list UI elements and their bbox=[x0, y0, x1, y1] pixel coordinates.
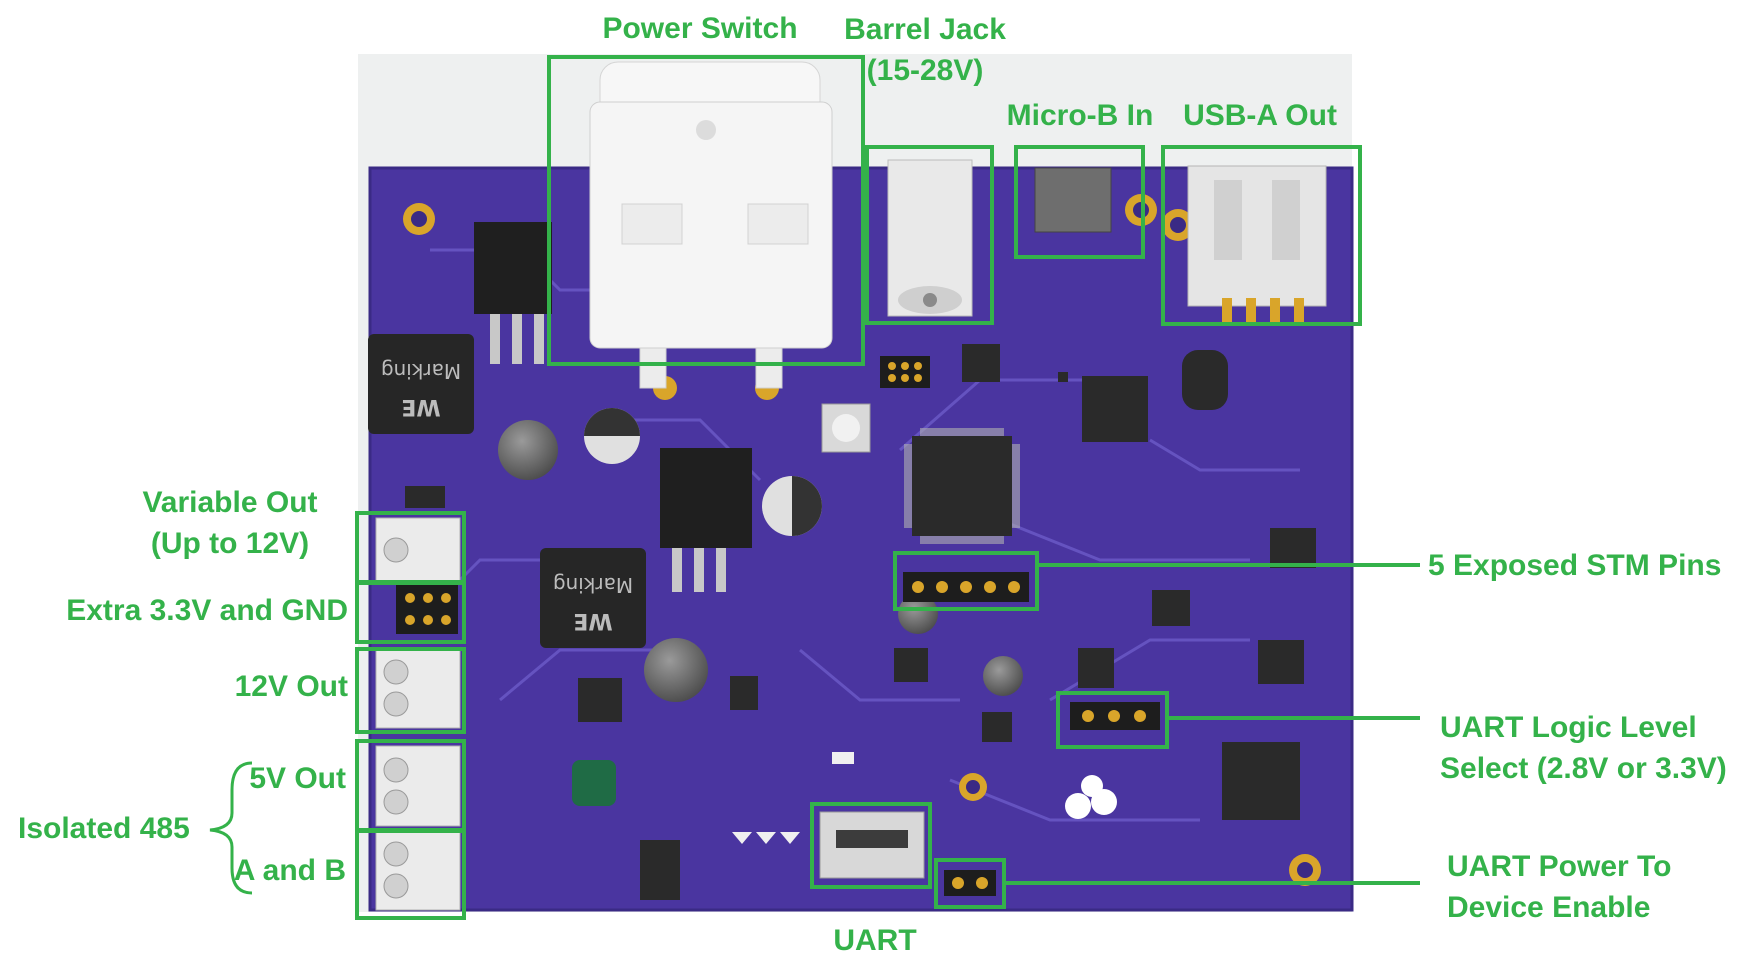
stm-pin-header bbox=[903, 572, 1029, 602]
status-leds bbox=[732, 752, 854, 844]
barrel-jack-box bbox=[865, 145, 994, 325]
isolated-485-ab-box bbox=[355, 829, 466, 920]
power-switch-box bbox=[547, 55, 865, 366]
inductor-logo-text: WE bbox=[401, 394, 440, 419]
callout-boxes bbox=[355, 55, 1362, 920]
label-uart-power: UART Power To Device Enable bbox=[1447, 846, 1737, 928]
usb-a-connector bbox=[1187, 165, 1327, 324]
extra-33v-box bbox=[355, 580, 466, 644]
label-12v-out: 12V Out bbox=[148, 666, 348, 707]
out-12v-text: 12V Out bbox=[234, 670, 348, 703]
micro-b-text: Micro-B In bbox=[1006, 99, 1154, 132]
label-micro-b-in: Micro-B In bbox=[990, 95, 1170, 136]
micro-b-box bbox=[1014, 145, 1145, 259]
label-stm-pins: 5 Exposed STM Pins bbox=[1428, 545, 1728, 586]
a-and-b-text: A and B bbox=[233, 854, 346, 887]
uart-level-line2: Select (2.8V or 3.3V) bbox=[1440, 752, 1727, 785]
uart-power-jumper bbox=[944, 870, 996, 896]
inductor-marking-text: Marking bbox=[381, 359, 461, 383]
label-extra-33v-gnd: Extra 3.3V and GND bbox=[30, 590, 348, 631]
voltage-regulator-top bbox=[474, 222, 552, 364]
label-uart: UART bbox=[800, 920, 950, 961]
usb-bridge-ic bbox=[1082, 376, 1148, 442]
uart-power-line1: UART Power To bbox=[1447, 850, 1672, 883]
out-5v-text: 5V Out bbox=[249, 762, 346, 795]
small-ics bbox=[405, 344, 1316, 900]
label-uart-logic-level: UART Logic Level Select (2.8V or 3.3V) bbox=[1440, 707, 1740, 789]
out-12v-box bbox=[355, 647, 466, 734]
callout-leaders bbox=[1004, 563, 1420, 885]
capacitors bbox=[498, 408, 1023, 702]
stm-pins-box bbox=[893, 551, 1039, 611]
extra-33v-text: Extra 3.3V and GND bbox=[66, 594, 348, 627]
reset-button-component bbox=[821, 403, 871, 453]
micro-b-connector bbox=[1034, 167, 1112, 233]
uart-connector-box bbox=[810, 802, 932, 889]
label-isolated-485: Isolated 485 bbox=[18, 808, 218, 849]
stm-pins-text: 5 Exposed STM Pins bbox=[1428, 549, 1722, 582]
variable-out-line2: (Up to 12V) bbox=[150, 527, 310, 560]
label-barrel-jack: Barrel Jack (15-28V) bbox=[820, 9, 1030, 91]
uart-level-jumper bbox=[1070, 702, 1160, 730]
power-switch-component bbox=[589, 61, 833, 389]
inductor-middle: Marking WE bbox=[540, 548, 646, 648]
barrel-jack-component bbox=[887, 159, 973, 317]
uart-text: UART bbox=[833, 924, 917, 957]
inductor-top: Marking WE bbox=[368, 334, 474, 434]
extra-33v-gnd-header bbox=[396, 584, 458, 634]
isolated-485-text: Isolated 485 bbox=[18, 812, 190, 845]
barrel-jack-line2: (15-28V) bbox=[866, 54, 984, 87]
label-power-switch: Power Switch bbox=[540, 8, 860, 49]
uart-bridge-ic bbox=[1222, 742, 1300, 820]
mounting-holes bbox=[403, 194, 1321, 886]
variable-out-line1: Variable Out bbox=[142, 486, 318, 519]
label-variable-out: Variable Out (Up to 12V) bbox=[110, 482, 350, 564]
barrel-jack-line1: Barrel Jack bbox=[844, 13, 1006, 46]
label-5v-out: 5V Out bbox=[148, 758, 346, 799]
uart-power-line2: Device Enable bbox=[1447, 891, 1651, 924]
uart-connector-component bbox=[819, 811, 925, 879]
voltage-regulator-middle bbox=[660, 448, 752, 592]
isolated-485-brace bbox=[209, 761, 253, 895]
uart-level-line1: UART Logic Level bbox=[1440, 711, 1697, 744]
usb-a-box bbox=[1161, 145, 1362, 326]
inductor-logo-text-2: WE bbox=[573, 608, 612, 633]
power-switch-text: Power Switch bbox=[602, 12, 798, 45]
label-usb-a-out: USB-A Out bbox=[1160, 95, 1360, 136]
inductor-marking-text-2: Marking bbox=[553, 573, 633, 597]
screw-terminals bbox=[375, 517, 461, 911]
stm-microcontroller bbox=[904, 428, 1020, 544]
stm-program-header bbox=[880, 356, 930, 388]
board-logo-circles bbox=[1065, 775, 1117, 819]
usb-a-text: USB-A Out bbox=[1183, 99, 1337, 132]
isolated-dcdc-module bbox=[572, 760, 616, 806]
label-a-and-b: A and B bbox=[148, 850, 346, 891]
